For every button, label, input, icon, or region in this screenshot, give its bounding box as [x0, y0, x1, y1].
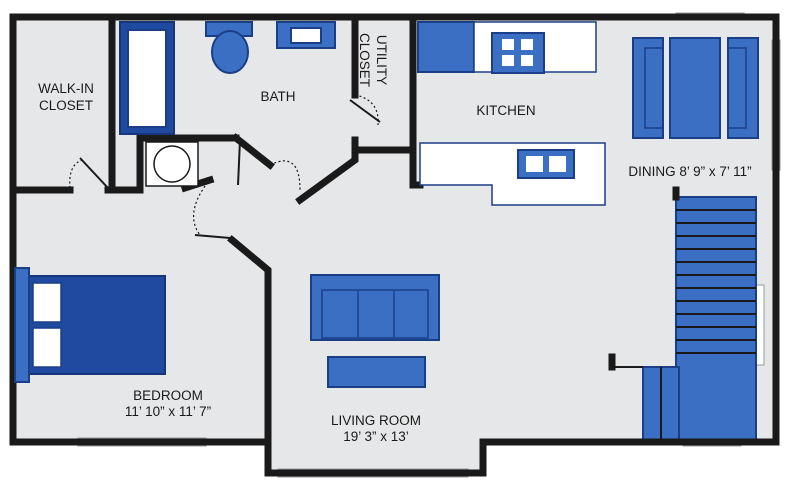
sofa	[310, 274, 440, 341]
label-dining: DINING 8’ 9” x 7’ 11”	[628, 164, 751, 179]
floor-area	[13, 17, 776, 473]
staircase	[612, 196, 757, 443]
label-dining-dims: 8’ 9” x 7’ 11”	[679, 164, 751, 179]
bed	[14, 267, 166, 383]
dining-table	[669, 37, 721, 139]
range-stove	[491, 32, 545, 74]
label-living-room-dims: 19’ 3” x 13’	[343, 429, 409, 444]
coffee-table	[327, 356, 426, 388]
label-bath: BATH	[260, 89, 295, 104]
room-labels: WALK-IN CLOSET BATH UTILITY CLOSET KITCH…	[38, 33, 752, 444]
dining-bench-left	[632, 37, 664, 139]
label-walk-in-closet-2: CLOSET	[39, 98, 93, 113]
toilet-bowl	[211, 30, 249, 74]
label-bedroom-dims: 11’ 10” x 11’ 7”	[125, 404, 211, 419]
label-kitchen: KITCHEN	[476, 103, 535, 118]
label-living-room: LIVING ROOM	[331, 413, 421, 428]
label-walk-in-closet-1: WALK-IN	[38, 81, 94, 96]
label-bedroom: BEDROOM	[133, 388, 203, 403]
bath-fixtures	[119, 21, 336, 187]
label-utility-closet: UTILITY CLOSET	[357, 33, 389, 87]
kitchen-fixtures	[417, 21, 606, 206]
dining-set	[632, 37, 759, 139]
doors	[69, 94, 381, 239]
label-utility-closet-1: UTILITY	[374, 35, 389, 85]
window-right-stair	[755, 284, 765, 366]
label-utility-closet-2: CLOSET	[357, 33, 372, 87]
label-dining-name: DINING	[628, 164, 675, 179]
refrigerator	[417, 21, 475, 73]
dining-bench-right	[727, 37, 759, 139]
